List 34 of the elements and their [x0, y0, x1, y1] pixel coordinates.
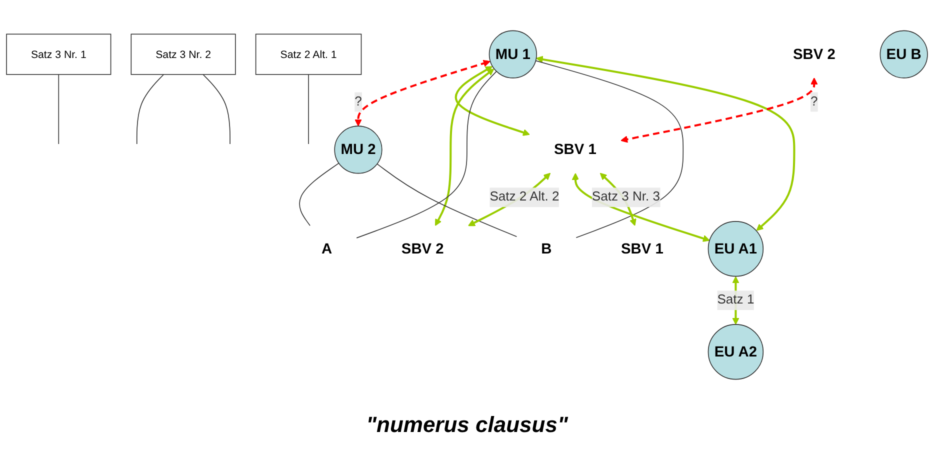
double-arrow [572, 172, 710, 242]
edge-label: ? [810, 92, 818, 112]
connector-line [535, 60, 684, 238]
double-arrow [620, 78, 818, 143]
entity-ellipse: EU A2 [708, 324, 764, 380]
node-label: A [322, 240, 332, 257]
leader-line [202, 74, 230, 144]
entity-ellipse: EU A1 [708, 221, 764, 277]
double-arrow [454, 66, 530, 136]
edge-label: ? [354, 92, 362, 112]
callout-box: Satz 3 Nr. 1 [6, 34, 112, 75]
leader-line [308, 74, 309, 144]
double-arrow [354, 60, 490, 126]
entity-ellipse: EU B [880, 30, 928, 78]
node-label: SBV 2 [401, 240, 444, 257]
callout-box: Satz 3 Nr. 2 [130, 34, 236, 75]
entity-ellipse: MU 2 [334, 126, 382, 174]
node-label: SBV 1 [621, 240, 664, 257]
node-label: SBV 2 [792, 46, 836, 62]
connector-line [299, 162, 340, 226]
double-arrow [536, 56, 796, 231]
edge-label: Satz 2 Alt. 2 [490, 188, 560, 208]
entity-ellipse: MU 1 [488, 30, 537, 78]
connector-line [356, 70, 497, 238]
leader-line [136, 74, 164, 144]
double-arrow [434, 68, 494, 226]
leader-line [58, 74, 60, 144]
node-label: B [541, 240, 552, 257]
edge-label: Satz 3 Nr. 3 [592, 188, 660, 208]
edge-label: Satz 1 [717, 290, 754, 310]
node-label: SBV 1 [554, 141, 596, 158]
callout-box: Satz 2 Alt. 1 [255, 34, 362, 75]
connector-line [376, 164, 518, 238]
caption-note: "numerus clausus" [366, 412, 568, 437]
